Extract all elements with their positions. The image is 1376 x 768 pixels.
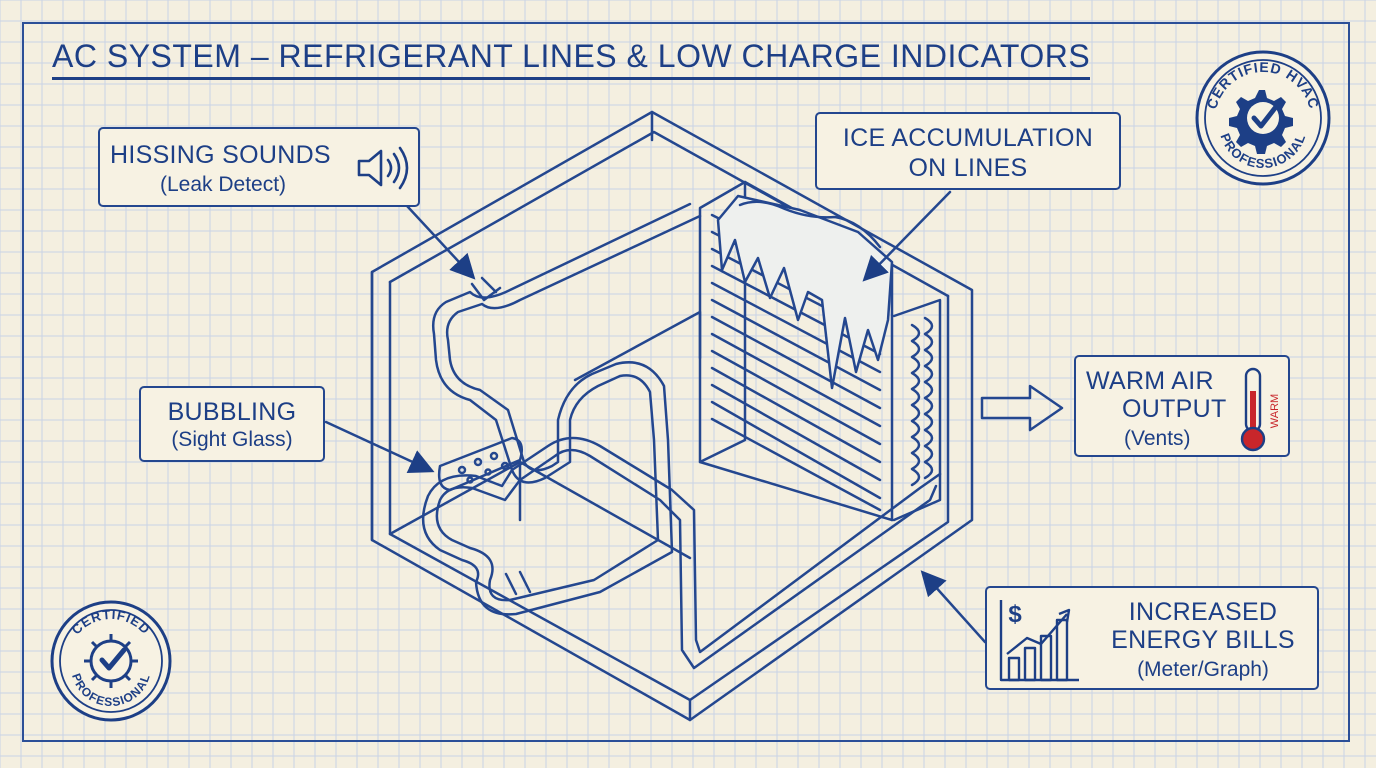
callout-warm-line2: OUTPUT [1122,395,1227,423]
page-title: AC SYSTEM – REFRIGERANT LINES & LOW CHAR… [52,38,1091,80]
certified-hvac-seal: CERTIFIED HVAC PROFESSIONAL [1195,50,1331,186]
gear-checkmark-icon [84,634,138,688]
callout-energy-line2: ENERGY BILLS [1111,626,1295,654]
thermometer-label: WARM [1269,394,1281,428]
callout-bubbling: BUBBLING (Sight Glass) [139,386,325,462]
unit-cabinet [370,110,974,722]
leader-ice [862,190,952,282]
callout-warm-air-output: WARM AIR OUTPUT (Vents) WARM [1074,355,1290,457]
gear-checkmark-icon [1229,90,1293,154]
refrigerant-lines [421,202,942,670]
thermometer-icon: WARM [1240,367,1281,452]
callout-warm-line1: WARM AIR [1086,367,1214,395]
callout-hissing-subtitle: (Leak Detect) [160,173,287,196]
callout-ice-line1: ICE ACCUMULATION [842,124,1094,152]
certified-professional-seal: CERTIFIED PROFESSIONAL [50,600,172,722]
callout-ice-line2: ON LINES [908,154,1028,182]
callout-ice-accumulation: ICE ACCUMULATION ON LINES [815,112,1121,190]
speaker-sound-icon [357,146,409,190]
callout-energy-subtitle: (Meter/Graph) [1137,658,1269,681]
callout-bubbling-title: BUBBLING [167,398,297,426]
leader-bubbling [324,420,435,473]
currency-symbol: $ [1008,601,1022,628]
callout-hissing-sounds: HISSING SOUNDS (Leak Detect) [98,127,420,207]
arrow-right-icon [980,384,1064,432]
callout-increased-energy-bills: INCREASED ENERGY BILLS (Meter/Graph) $ [985,586,1319,690]
leader-energy [920,570,987,644]
ice-formation [716,194,894,390]
callout-energy-line1: INCREASED [1128,598,1278,626]
callout-warm-subtitle: (Vents) [1124,427,1191,450]
rising-bar-chart-icon: $ [999,600,1079,682]
callout-hissing-title: HISSING SOUNDS [110,141,331,169]
sight-glass [437,436,523,492]
sheet-border [22,22,1350,742]
callout-bubbling-subtitle: (Sight Glass) [171,428,293,451]
